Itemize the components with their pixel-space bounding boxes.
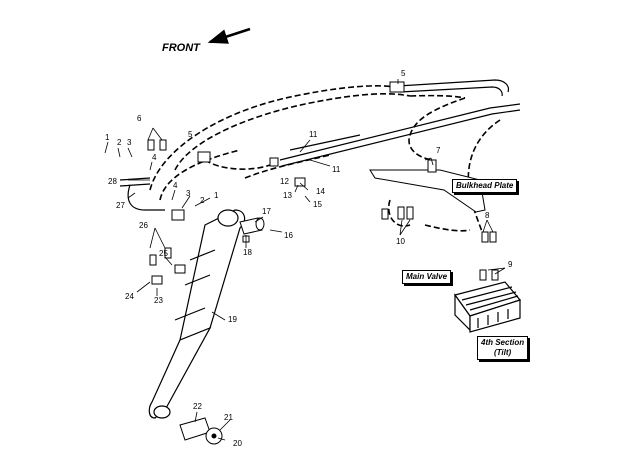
part-label-27: 27 [116, 201, 125, 210]
pin-22 [179, 417, 223, 445]
part-label-1: 1 [105, 133, 110, 142]
fourth-section-callout: 4th Section (Tilt) [477, 336, 529, 360]
tilt-cylinder [148, 209, 246, 419]
part-label-19: 19 [228, 315, 237, 324]
part-label-3: 3 [127, 138, 132, 147]
part-label-18: 18 [243, 248, 252, 257]
front-label: FRONT [162, 42, 201, 54]
part-label-22: 22 [193, 402, 202, 411]
part-label-1b: 1 [214, 191, 219, 200]
part-number-labels: 1 2 3 4 5 6 7 8 9 10 11 11 12 13 14 15 1… [105, 69, 513, 448]
part-label-17: 17 [262, 207, 271, 216]
solid-tubes [119, 79, 521, 211]
part-label-10: 10 [396, 237, 405, 246]
main-valve-callout: Main Valve [402, 270, 452, 284]
part-label-21: 21 [224, 413, 233, 422]
pin-17 [239, 217, 265, 235]
part-label-15: 15 [313, 200, 322, 209]
part-label-12: 12 [280, 177, 289, 186]
part-label-11: 11 [309, 130, 318, 139]
part-label-23: 23 [154, 296, 163, 305]
front-arrow [207, 27, 251, 44]
part-label-8: 8 [485, 211, 490, 220]
dashed-hoses [149, 85, 501, 233]
part-label-7: 7 [436, 146, 441, 155]
part-label-5b: 5 [188, 130, 193, 139]
part-label-2: 2 [117, 138, 122, 147]
bulkhead-plate-callout: Bulkhead Plate [452, 179, 518, 193]
part-label-13: 13 [283, 191, 292, 200]
part-label-11b: 11 [332, 165, 341, 174]
part-label-24: 24 [125, 292, 134, 301]
fittings [147, 81, 499, 285]
part-label-4: 4 [152, 153, 157, 162]
part-label-20: 20 [233, 439, 242, 448]
part-label-26: 26 [139, 221, 148, 230]
leader-lines [104, 79, 506, 441]
part-label-14: 14 [316, 187, 325, 196]
part-label-5: 5 [401, 69, 406, 78]
part-label-6: 6 [137, 114, 142, 123]
part-label-3b: 3 [186, 189, 191, 198]
main-valve [454, 281, 522, 333]
part-label-4b: 4 [173, 181, 178, 190]
part-label-9: 9 [508, 260, 513, 269]
part-label-28: 28 [108, 177, 117, 186]
part-label-16: 16 [284, 231, 293, 240]
part-label-2b: 2 [200, 196, 205, 205]
part-label-25: 25 [159, 249, 168, 258]
